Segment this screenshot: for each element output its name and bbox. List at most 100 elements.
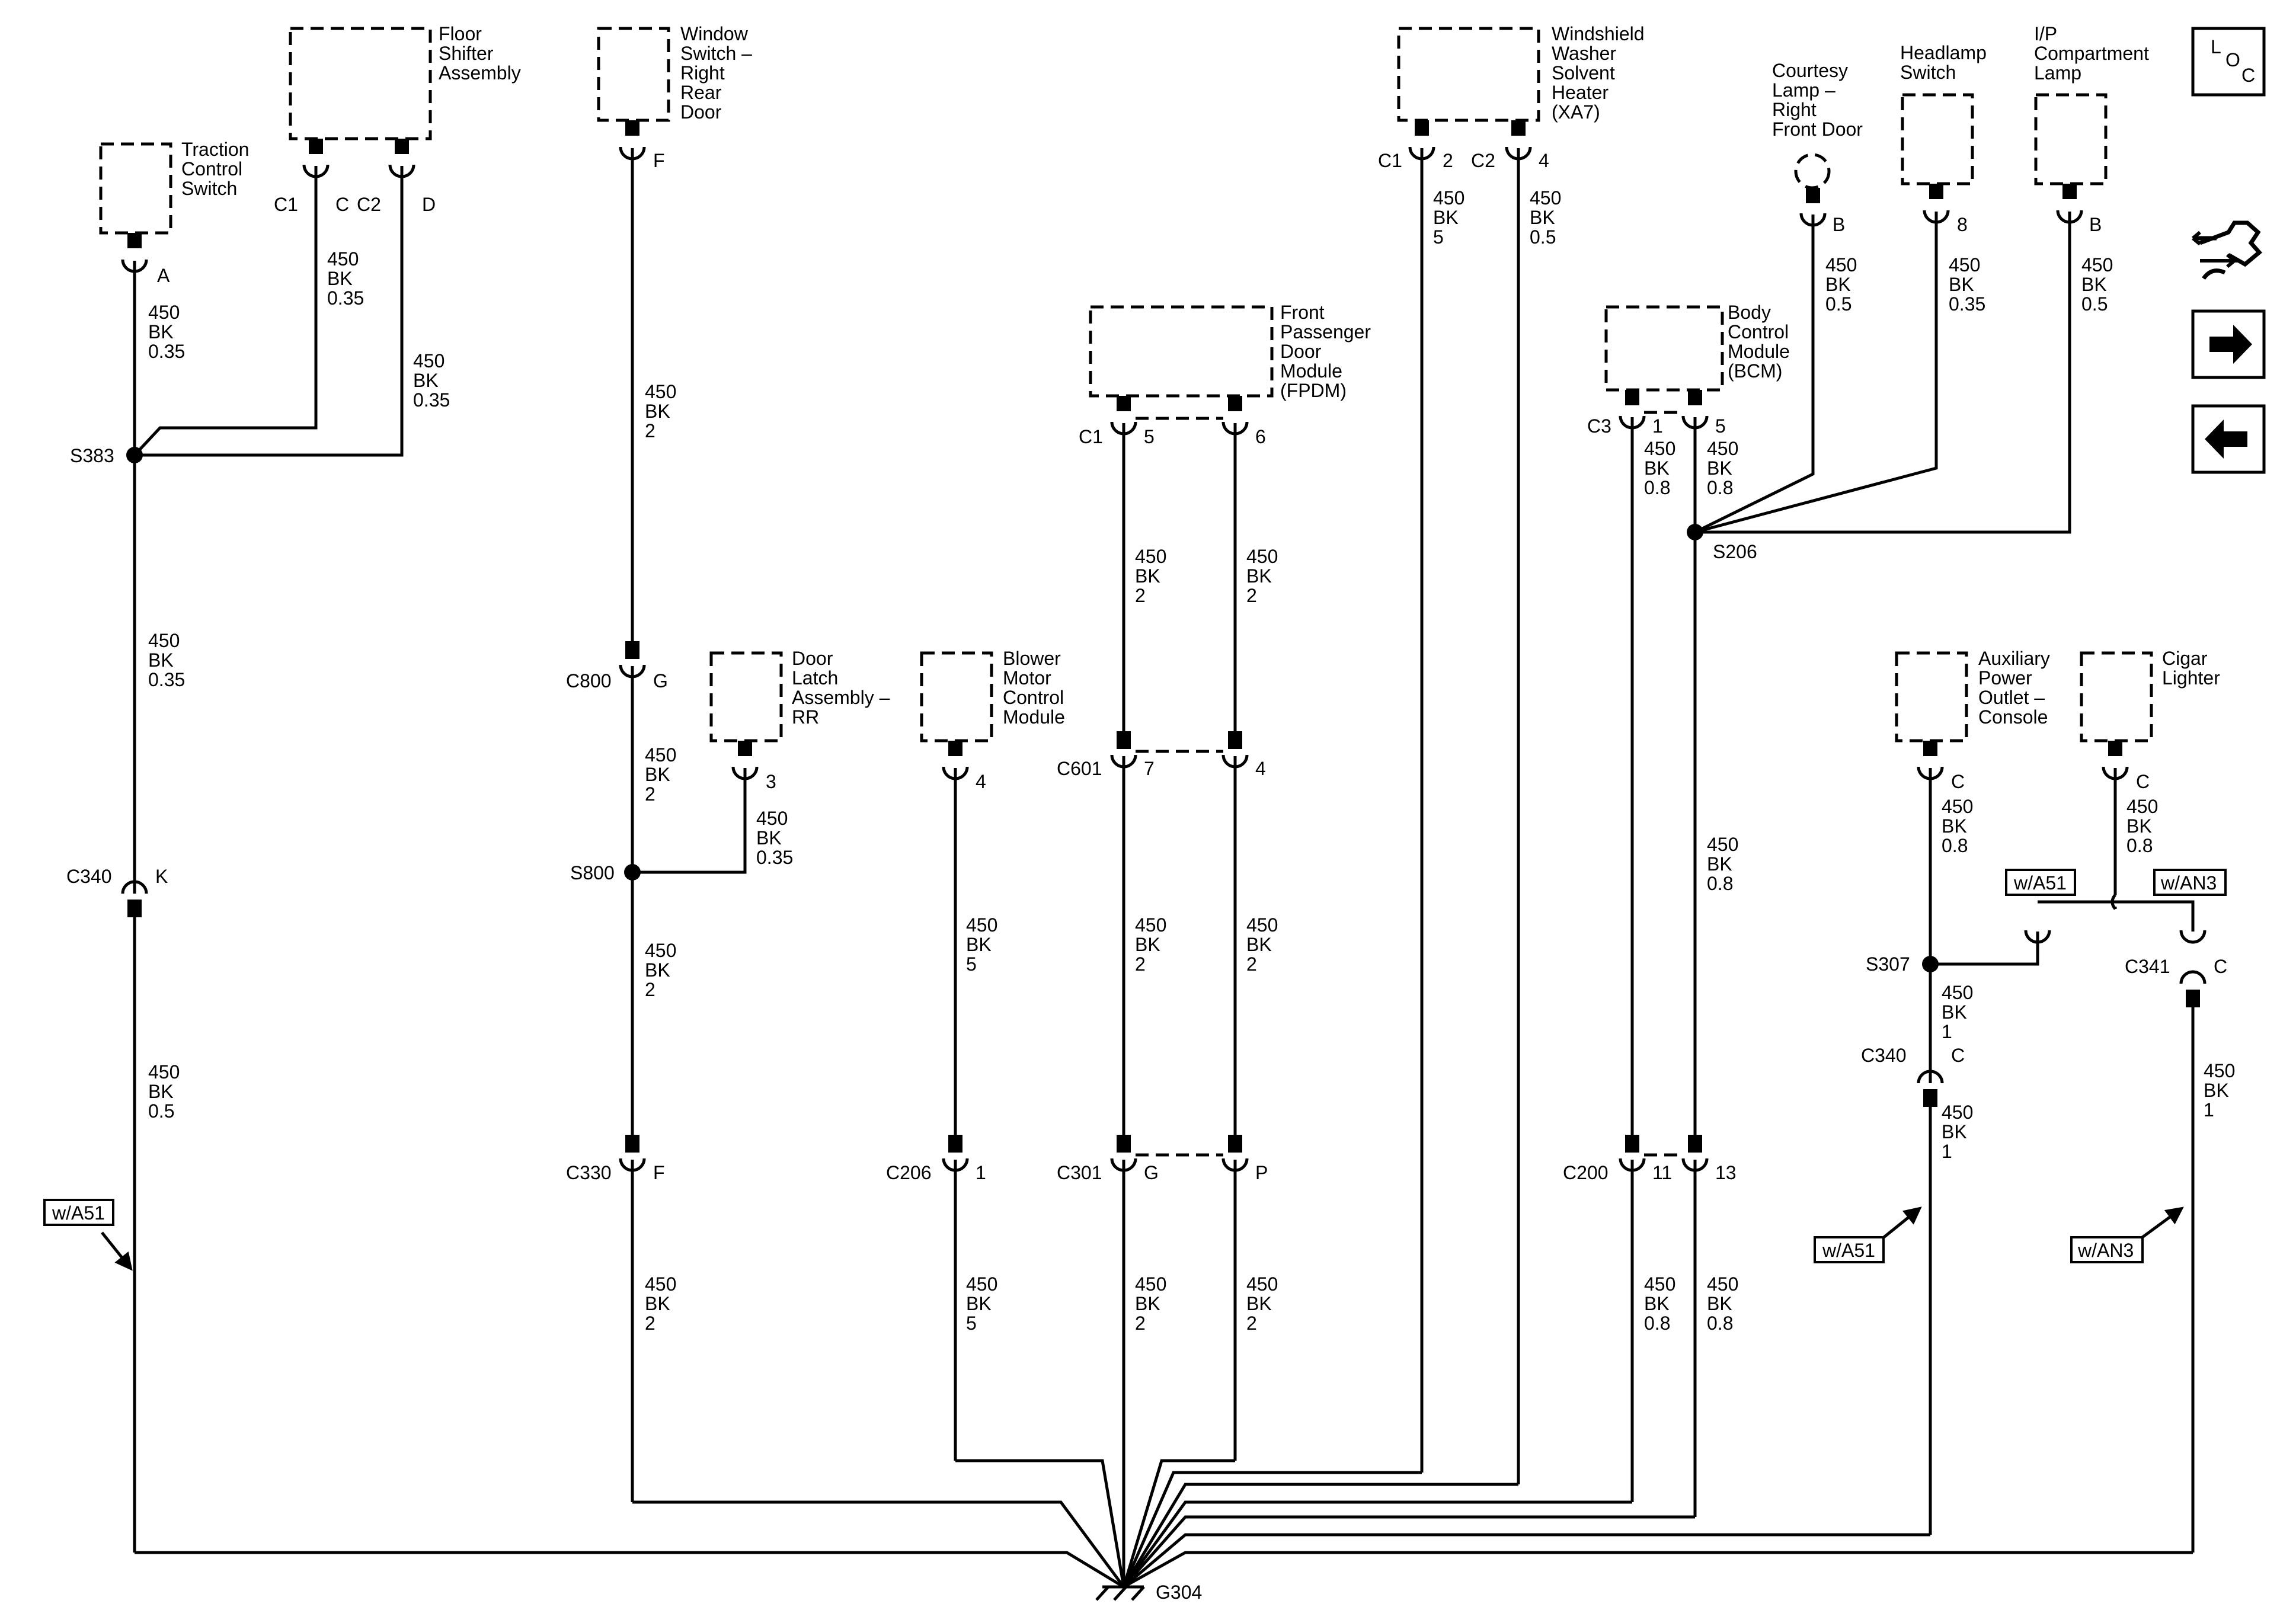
svg-text:C2: C2 [1471, 150, 1495, 171]
svg-text:C: C [2241, 65, 2255, 86]
option-w-a51-bottom: w/A51 [1814, 1206, 1922, 1263]
svg-text:5: 5 [1144, 426, 1155, 447]
svg-text:11: 11 [1652, 1162, 1672, 1183]
svg-text:C301: C301 [1057, 1162, 1102, 1183]
svg-text:w/A51: w/A51 [1822, 1240, 1875, 1261]
svg-text:C1: C1 [1079, 426, 1103, 447]
svg-text:C340: C340 [1861, 1045, 1907, 1066]
svg-text:G: G [1144, 1162, 1159, 1183]
svg-text:C200: C200 [1563, 1162, 1609, 1183]
connector-labels: C1 C2 C1 C2 C1 C3 C340 C800 C330 C206 C6… [66, 150, 2170, 1183]
loc-icon[interactable]: L O C [2191, 27, 2266, 97]
svg-text:C1: C1 [1378, 150, 1402, 171]
svg-text:4: 4 [1539, 150, 1549, 171]
svg-text:C340: C340 [66, 866, 112, 887]
next-arrow-icon[interactable] [2191, 309, 2266, 379]
svg-text:5: 5 [1715, 415, 1726, 437]
option-w-a51-left: w/A51 [43, 1199, 133, 1271]
svg-text:8: 8 [1957, 214, 1968, 235]
svg-text:w/A51: w/A51 [2013, 872, 2067, 894]
svg-text:4: 4 [976, 771, 986, 792]
svg-text:C: C [1951, 771, 1965, 792]
svg-text:C: C [335, 194, 349, 215]
svg-text:C1: C1 [274, 194, 298, 215]
svg-text:C800: C800 [566, 670, 612, 692]
svg-text:B: B [2089, 214, 2102, 235]
svg-text:w/A51: w/A51 [52, 1202, 105, 1224]
svg-text:L: L [2211, 36, 2221, 57]
svg-text:C330: C330 [566, 1162, 612, 1183]
svg-text:O: O [2225, 49, 2240, 71]
svg-text:7: 7 [1144, 758, 1155, 779]
svg-text:C341: C341 [2125, 956, 2170, 977]
svg-text:6: 6 [1255, 426, 1266, 447]
svg-text:2: 2 [1443, 150, 1453, 171]
svg-text:C: C [1951, 1045, 1965, 1066]
svg-text:D: D [422, 194, 436, 215]
option-w-an3-top: w/AN3 [2153, 869, 2227, 896]
splice-s800: S800 [570, 862, 615, 884]
svg-text:C2: C2 [357, 194, 381, 215]
svg-text:4: 4 [1255, 758, 1266, 779]
svg-text:w/AN3: w/AN3 [2160, 872, 2217, 894]
svg-text:A: A [157, 265, 170, 286]
splice-s206: S206 [1713, 541, 1757, 562]
svg-text:w/AN3: w/AN3 [2077, 1240, 2134, 1261]
previous-arrow-icon[interactable] [2191, 404, 2266, 474]
svg-text:F: F [653, 1162, 665, 1183]
svg-text:P: P [1255, 1162, 1268, 1183]
svg-text:C206: C206 [886, 1162, 932, 1183]
svg-text:K: K [155, 866, 168, 887]
connector-tool-icon[interactable] [2192, 220, 2262, 280]
option-w-a51-top: w/A51 [2005, 869, 2076, 896]
splice-s307: S307 [1866, 953, 1910, 975]
svg-text:G: G [653, 670, 668, 692]
